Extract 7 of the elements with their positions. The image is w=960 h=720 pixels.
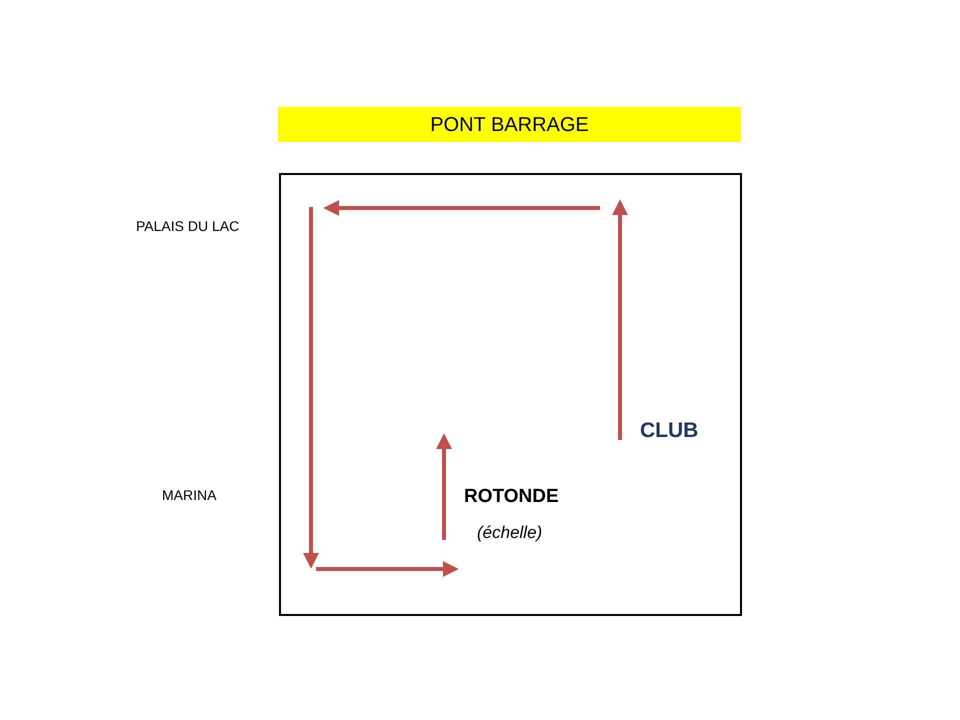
banner-band: PONT BARRAGE [278, 107, 741, 142]
place-label: CLUB [640, 418, 698, 444]
place-label: MARINA [162, 486, 216, 505]
place-label: PALAIS DU LAC [136, 217, 240, 236]
area-box [279, 173, 742, 616]
place-label: ROTONDE [464, 485, 559, 509]
note-label: (échelle) [477, 522, 542, 544]
